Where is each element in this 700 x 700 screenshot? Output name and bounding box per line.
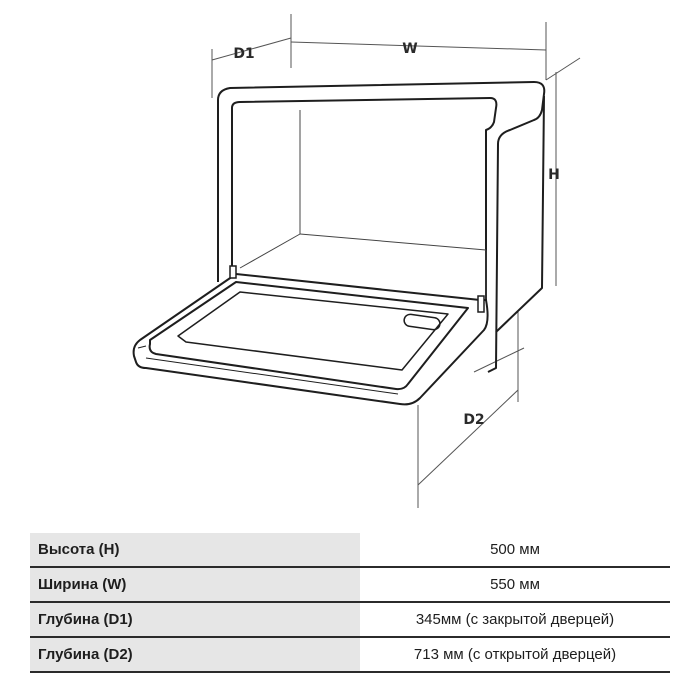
label-d2: D2 <box>463 412 484 428</box>
label-h: H <box>548 167 560 183</box>
dimension-lines <box>211 14 581 508</box>
table-row: Глубина (D1) 345мм (с закрытой дверцей) <box>30 602 670 638</box>
dishwasher-dimension-diagram: D1 W H D2 <box>132 14 581 508</box>
row-value: 550 мм <box>360 567 670 603</box>
table-row: Ширина (W) 550 мм <box>30 567 670 603</box>
cavity-interior <box>239 110 487 300</box>
table-row: Высота (H) 500 мм <box>30 533 670 568</box>
row-label: Ширина (W) <box>30 567 360 603</box>
dimensions-table: Высота (H) 500 мм Ширина (W) 550 мм Глуб… <box>30 533 670 673</box>
row-value: 500 мм <box>360 533 670 568</box>
row-label: Высота (H) <box>30 533 360 568</box>
cabinet-shell <box>217 81 546 373</box>
label-d1: D1 <box>233 46 254 62</box>
table-row: Глубина (D2) 713 мм (с открытой дверцей) <box>30 637 670 673</box>
row-value: 345мм (с закрытой дверцей) <box>360 602 670 638</box>
label-w: W <box>402 41 417 57</box>
door-hinges <box>229 265 485 313</box>
row-label: Глубина (D1) <box>30 602 360 638</box>
row-label: Глубина (D2) <box>30 637 360 673</box>
open-door <box>132 273 489 406</box>
row-value: 713 мм (с открытой дверцей) <box>360 637 670 673</box>
